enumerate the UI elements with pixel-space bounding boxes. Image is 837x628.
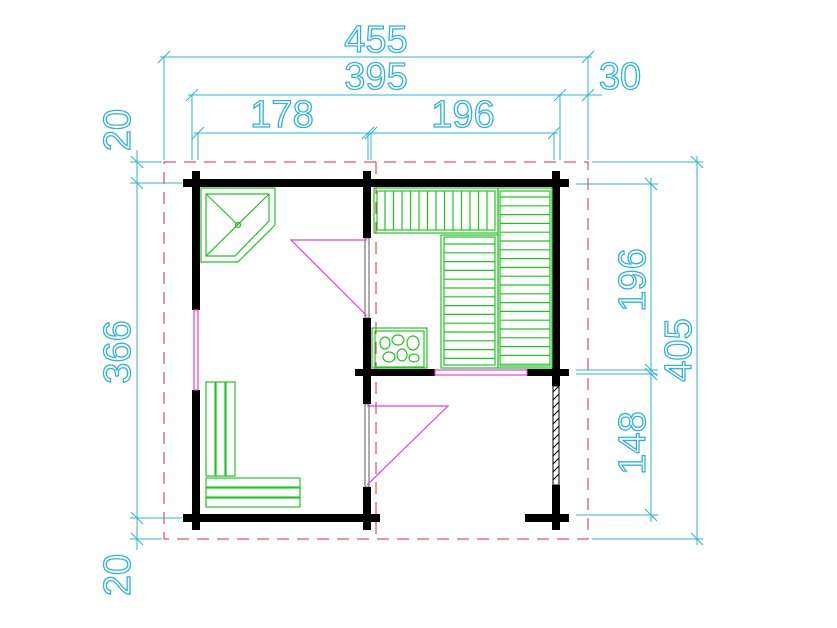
left-dimensions — [130, 150, 182, 550]
door-porch — [364, 403, 450, 488]
dim-overall-width: 455 — [344, 19, 407, 61]
sauna-bench-top — [373, 187, 499, 234]
window-sauna — [434, 369, 528, 376]
dim-right-room-width: 196 — [431, 94, 494, 136]
right-dimensions — [576, 155, 704, 546]
dim-sauna-depth: 196 — [612, 248, 654, 311]
shower — [200, 187, 276, 263]
hatched-wall-panel — [552, 385, 560, 486]
dim-wall-width: 395 — [344, 56, 407, 98]
sauna-stove-icon — [371, 327, 428, 369]
dim-right-overhang: 30 — [599, 56, 641, 98]
top-dimensions — [157, 50, 602, 160]
dim-overall-depth: 405 — [658, 318, 700, 381]
dim-left-room-width: 178 — [250, 94, 313, 136]
walls — [183, 171, 569, 530]
roof-outline — [163, 161, 589, 540]
dressing-bench — [205, 381, 301, 508]
dim-porch-depth: 148 — [612, 411, 654, 474]
sauna-bench-right — [497, 187, 553, 369]
door-sauna — [289, 237, 370, 319]
dim-wall-depth: 366 — [97, 320, 139, 383]
window-left — [193, 309, 199, 391]
dim-bottom-overhang: 20 — [97, 554, 139, 596]
sauna-bench-middle — [440, 234, 499, 369]
dim-top-overhang: 20 — [97, 109, 139, 151]
